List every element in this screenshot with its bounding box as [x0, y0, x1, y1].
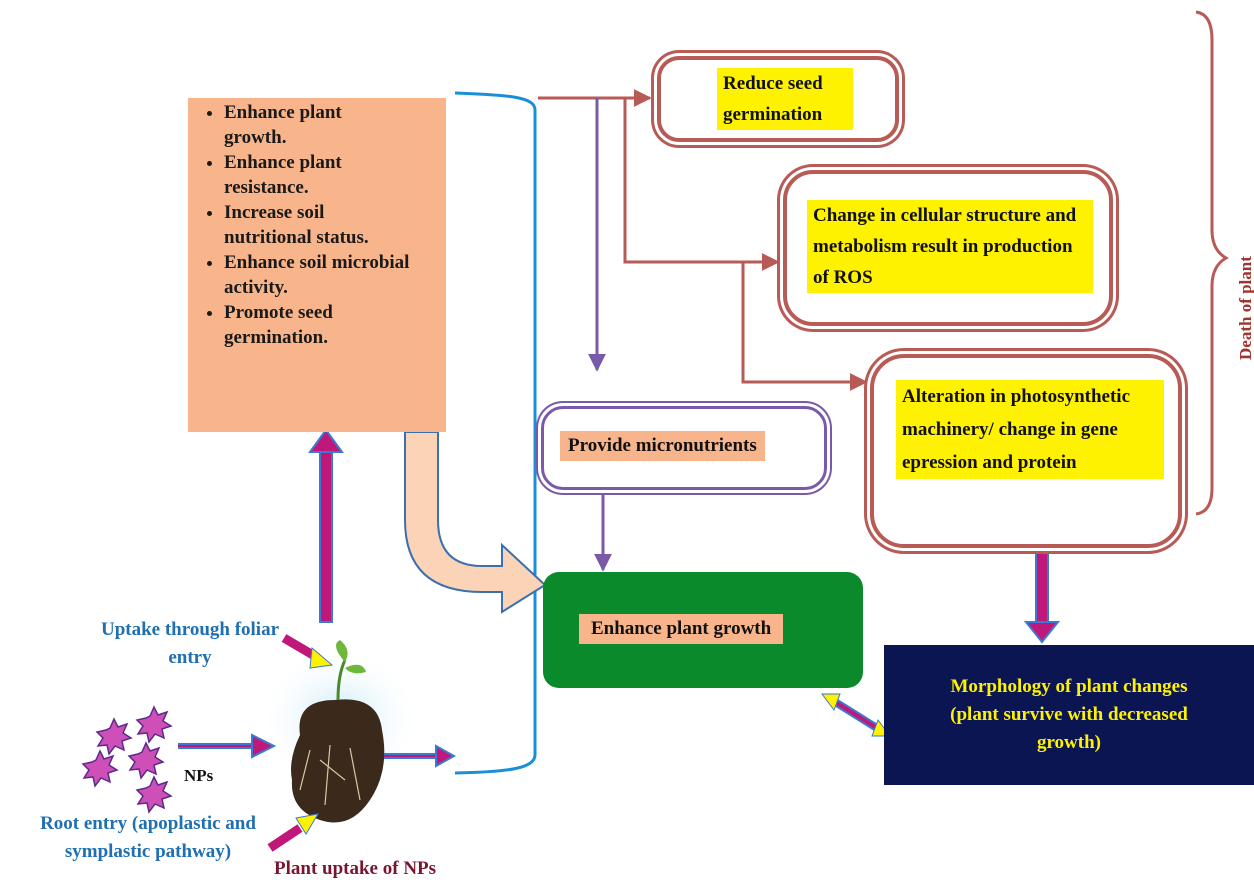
benefits-list: Enhance plant growth. Enhance plant resi…	[188, 100, 436, 350]
cellular-change-label: Change in cellular structure and metabol…	[807, 200, 1093, 293]
reduce-germination-label: Reduce seed germination	[717, 68, 853, 130]
photosynthesis-label: Alteration in photosynthetic machinery/ …	[896, 380, 1164, 479]
soil-to-bracket-arrow	[384, 744, 457, 768]
up-arrow	[308, 428, 344, 623]
micronutrients-label: Provide micronutrients	[560, 431, 765, 461]
nanoparticle-icon	[127, 741, 165, 780]
double-arrow	[821, 693, 891, 737]
blue-bracket	[454, 91, 537, 775]
root-entry-label: Root entry (apoplastic and symplastic pa…	[40, 813, 256, 862]
plant-illustration	[258, 640, 422, 823]
morphology-label: Morphology of plant changes (plant survi…	[950, 676, 1188, 753]
benefit-item: Promote seed germination.	[224, 300, 374, 350]
nanoparticles-cluster	[81, 705, 173, 814]
morphology-box: Morphology of plant changes (plant survi…	[884, 645, 1254, 785]
curved-arrow	[404, 431, 547, 614]
nanoparticle-icon	[95, 717, 133, 756]
death-brace	[1195, 10, 1230, 516]
nanoparticle-icon	[135, 775, 173, 814]
foliar-uptake-label: Uptake through foliar entry	[100, 619, 280, 668]
nps-label: NPs	[184, 766, 214, 785]
benefits-box: Enhance plant growth. Enhance plant resi…	[188, 98, 446, 432]
death-of-plant-label: Death of plant	[1236, 256, 1254, 360]
photosynthesis-box: Alteration in photosynthetic machinery/ …	[870, 354, 1182, 548]
red-flow-lines	[538, 89, 868, 391]
benefit-item: Enhance plant resistance.	[224, 150, 374, 200]
foliar-arrow	[281, 634, 334, 669]
benefit-item: Enhance plant growth.	[224, 100, 374, 150]
nanoparticle-icon	[81, 749, 119, 788]
nanoparticle-icon	[135, 705, 173, 744]
benefit-item: Increase soil nutritional status.	[224, 200, 414, 250]
micronutrients-box: Provide micronutrients	[541, 406, 827, 490]
reduce-germination-box: Reduce seed germination	[657, 56, 899, 142]
root-arrow	[267, 813, 319, 852]
cellular-change-box: Change in cellular structure and metabol…	[783, 170, 1113, 326]
down-arrow	[1023, 551, 1061, 644]
enhance-growth-box: Enhance plant growth	[543, 572, 863, 688]
nps-to-soil-arrow	[178, 733, 277, 759]
benefit-item: Enhance soil microbial activity.	[224, 250, 414, 300]
plant-uptake-label: Plant uptake of NPs	[274, 858, 437, 879]
purple-flow-lines	[588, 98, 612, 572]
enhance-growth-label: Enhance plant growth	[579, 614, 784, 644]
